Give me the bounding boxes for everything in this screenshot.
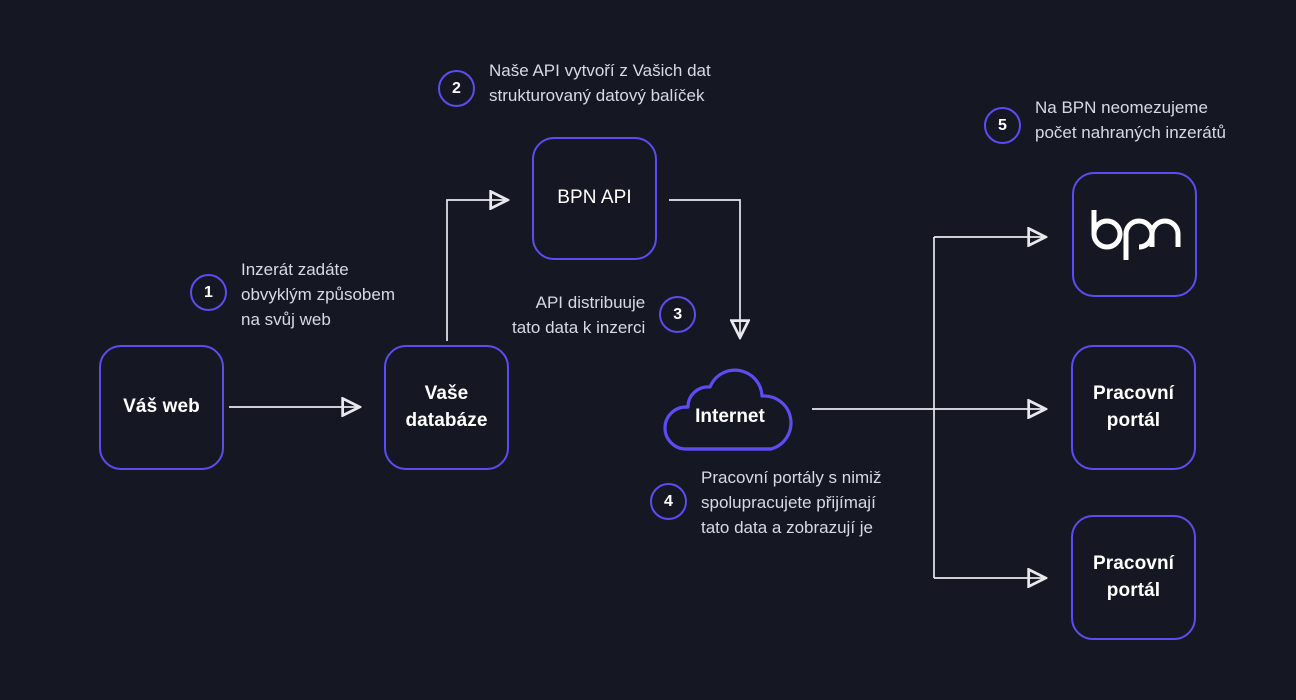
step-badge-1: 1	[190, 274, 227, 311]
annotation-step-5-text: Na BPN neomezujeme počet nahraných inzer…	[1035, 98, 1226, 142]
annotation-step-2-text: Naše API vytvoří z Vašich dat strukturov…	[489, 61, 711, 105]
annotation-step-3-text: API distribuuje tato data k inzerci	[512, 293, 646, 337]
node-internet-label: Internet	[695, 406, 765, 427]
node-bpn-api-label: BPN API	[557, 187, 632, 209]
node-bpn-api[interactable]: BPN API	[532, 137, 657, 260]
node-job-portal-1-label: Pracovní portál	[1092, 383, 1175, 431]
connector-database-to-api	[446, 200, 508, 341]
annotation-step-5: 5 Na BPN neomezujeme počet nahraných inz…	[984, 96, 1226, 146]
step-badge-2: 2	[438, 70, 475, 107]
annotation-step-3: 3 API distribuuje tato data k inzerci	[512, 291, 697, 341]
step-badge-5: 5	[984, 107, 1021, 144]
node-your-database-label: Vaše databáze	[405, 383, 488, 431]
node-your-database[interactable]: Vaše databáze	[384, 345, 509, 470]
annotation-step-4: 4 Pracovní portály s nimiž spolupracujet…	[650, 466, 881, 540]
node-job-portal-2-label: Pracovní portál	[1092, 553, 1175, 601]
annotation-step-2: 2 Naše API vytvoří z Vašich dat struktur…	[438, 59, 711, 109]
annotation-step-1: 1 Inzerát zadáte obvyklým způsobem na sv…	[190, 258, 395, 332]
cloud-icon	[663, 368, 793, 451]
bpn-logo-icon	[1091, 209, 1180, 260]
step-badge-4: 4	[650, 483, 687, 520]
annotation-step-1-text: Inzerát zadáte obvyklým způsobem na svůj…	[241, 260, 396, 329]
node-job-portal-2[interactable]: Pracovní portál	[1071, 515, 1196, 640]
node-your-website-label: Váš web	[123, 396, 200, 418]
node-internet-cloud[interactable]: Internet	[663, 363, 797, 455]
node-bpn-platform[interactable]	[1072, 172, 1197, 297]
annotation-step-4-text: Pracovní portály s nimiž spolupracujete …	[701, 468, 882, 537]
node-your-website[interactable]: Váš web	[99, 345, 224, 470]
node-job-portal-1[interactable]: Pracovní portál	[1071, 345, 1196, 470]
step-badge-3: 3	[659, 296, 697, 333]
